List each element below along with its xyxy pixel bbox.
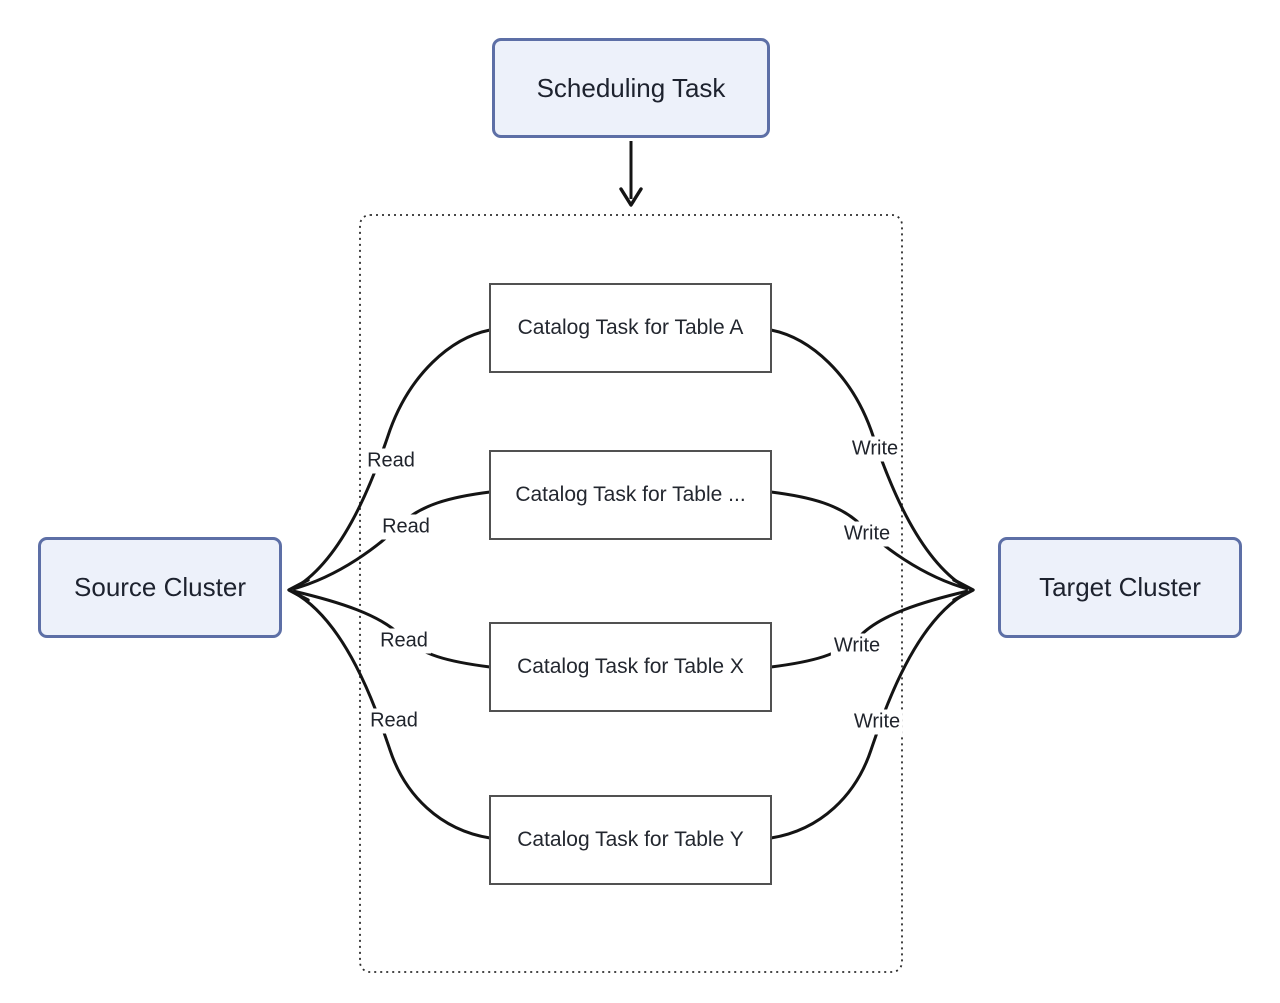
- catalog-task-label: Catalog Task for Table X: [517, 655, 744, 678]
- node-catalog-task-table-dots: Catalog Task for Table ...: [489, 450, 772, 540]
- edge-read-table-dots: [292, 490, 491, 591]
- catalog-task-label: Catalog Task for Table ...: [515, 483, 746, 506]
- edge-label-read-4: Read: [367, 708, 421, 734]
- edge-label-read-3: Read: [377, 628, 431, 654]
- source-cluster-label: Source Cluster: [74, 572, 246, 602]
- node-catalog-task-table-x: Catalog Task for Table X: [489, 622, 772, 712]
- arrowhead-down-icon: [619, 187, 643, 207]
- arrowhead-right-icon: [952, 578, 975, 602]
- edge-label-write-1: Write: [848, 436, 902, 462]
- dotted-group-boundary: [359, 214, 903, 973]
- edge-write-table-y: [770, 590, 969, 840]
- node-scheduling-task: Scheduling Task: [492, 38, 770, 138]
- scheduling-task-label: Scheduling Task: [536, 72, 726, 103]
- edge-write-table-a: [770, 328, 969, 591]
- node-source-cluster: Source Cluster: [38, 537, 282, 638]
- catalog-task-label: Catalog Task for Table A: [517, 316, 744, 339]
- node-catalog-task-table-y: Catalog Task for Table Y: [489, 795, 772, 885]
- node-target-cluster: Target Cluster: [998, 537, 1242, 638]
- target-cluster-label: Target Cluster: [1039, 572, 1201, 602]
- catalog-task-label: Catalog Task for Table Y: [517, 828, 744, 851]
- edge-label-read-2: Read: [379, 514, 433, 540]
- arrowhead-left-icon: [287, 578, 310, 602]
- edge-label-write-3: Write: [830, 633, 884, 659]
- edge-label-read-1: Read: [364, 448, 418, 474]
- edge-label-write-4: Write: [850, 709, 904, 735]
- node-catalog-task-table-a: Catalog Task for Table A: [489, 283, 772, 373]
- edge-read-table-a: [292, 328, 491, 591]
- edge-read-table-y: [292, 590, 491, 840]
- edge-label-write-2: Write: [840, 521, 894, 547]
